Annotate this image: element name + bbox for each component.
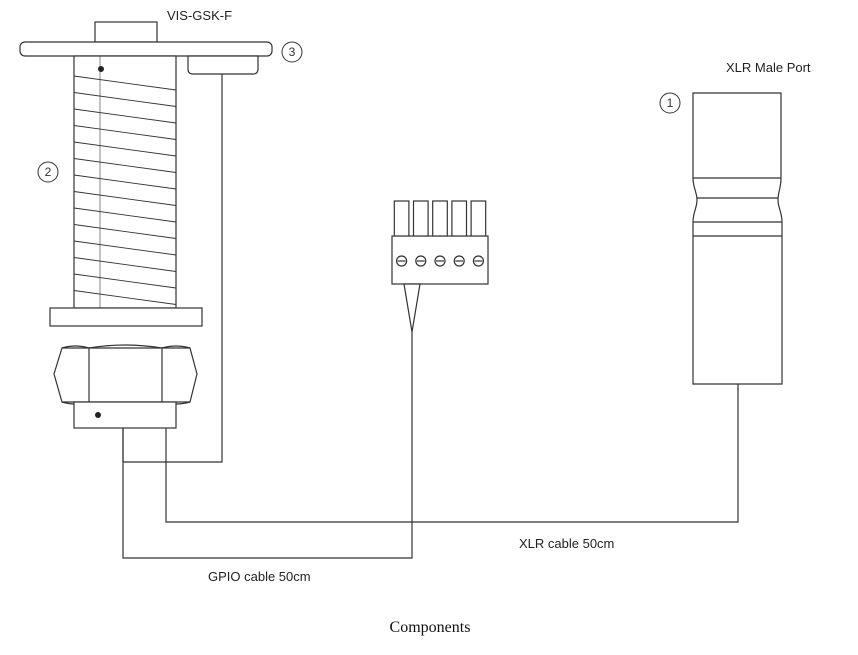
thread-line xyxy=(73,108,177,124)
terminal-pin-tab xyxy=(451,200,468,237)
callout-1: 1 xyxy=(659,92,681,114)
top-screw-icon xyxy=(98,66,104,72)
device-top-cap xyxy=(94,21,158,43)
thread-line xyxy=(73,125,177,140)
device-flange xyxy=(19,41,273,57)
hex-nut xyxy=(53,344,198,406)
thread-line xyxy=(73,273,177,289)
terminal-pin-tab xyxy=(470,200,487,237)
thread-line xyxy=(73,174,177,190)
terminal-cable-taper xyxy=(403,283,421,333)
xlr-male-port xyxy=(692,92,783,390)
thread-line xyxy=(73,224,177,239)
xlr-cable xyxy=(165,388,739,523)
thread-line xyxy=(73,92,177,107)
cable-wiring xyxy=(122,74,739,559)
gpio-terminal-block xyxy=(391,200,489,333)
thread-line xyxy=(73,257,177,272)
thread-line xyxy=(73,75,177,91)
callout-1-number: 1 xyxy=(667,96,674,110)
callout-3: 3 xyxy=(281,41,303,63)
terminal-pins xyxy=(393,200,487,267)
thread-line xyxy=(73,240,177,256)
vis-gsk-f-device xyxy=(19,21,273,429)
terminal-pin-tab xyxy=(412,200,429,237)
bottom-screw-icon xyxy=(95,412,101,418)
figure-caption: Components xyxy=(390,619,471,636)
callout-3-number: 3 xyxy=(289,45,296,59)
gpio-cable xyxy=(122,332,413,559)
device-washer xyxy=(49,307,203,327)
thread-line xyxy=(73,191,177,206)
terminal-pin-tab xyxy=(393,200,410,237)
callout-2: 2 xyxy=(37,161,59,183)
thread-line xyxy=(73,290,177,305)
thread-line xyxy=(73,141,177,157)
thread-lines xyxy=(73,75,177,305)
thread-line xyxy=(73,158,177,173)
callout-2-number: 2 xyxy=(45,165,52,179)
device-model-label: VIS-GSK-F xyxy=(167,8,232,23)
gpio-cable-label: GPIO cable 50cm xyxy=(208,569,311,584)
terminal-pin-tab xyxy=(432,200,448,237)
xlr-port-label: XLR Male Port xyxy=(726,60,811,75)
thread-line xyxy=(73,207,177,223)
lower-body xyxy=(73,401,177,429)
xlr-cable-label: XLR cable 50cm xyxy=(519,536,614,551)
xlr-body-outline xyxy=(692,92,783,385)
flange-lug xyxy=(187,55,259,75)
